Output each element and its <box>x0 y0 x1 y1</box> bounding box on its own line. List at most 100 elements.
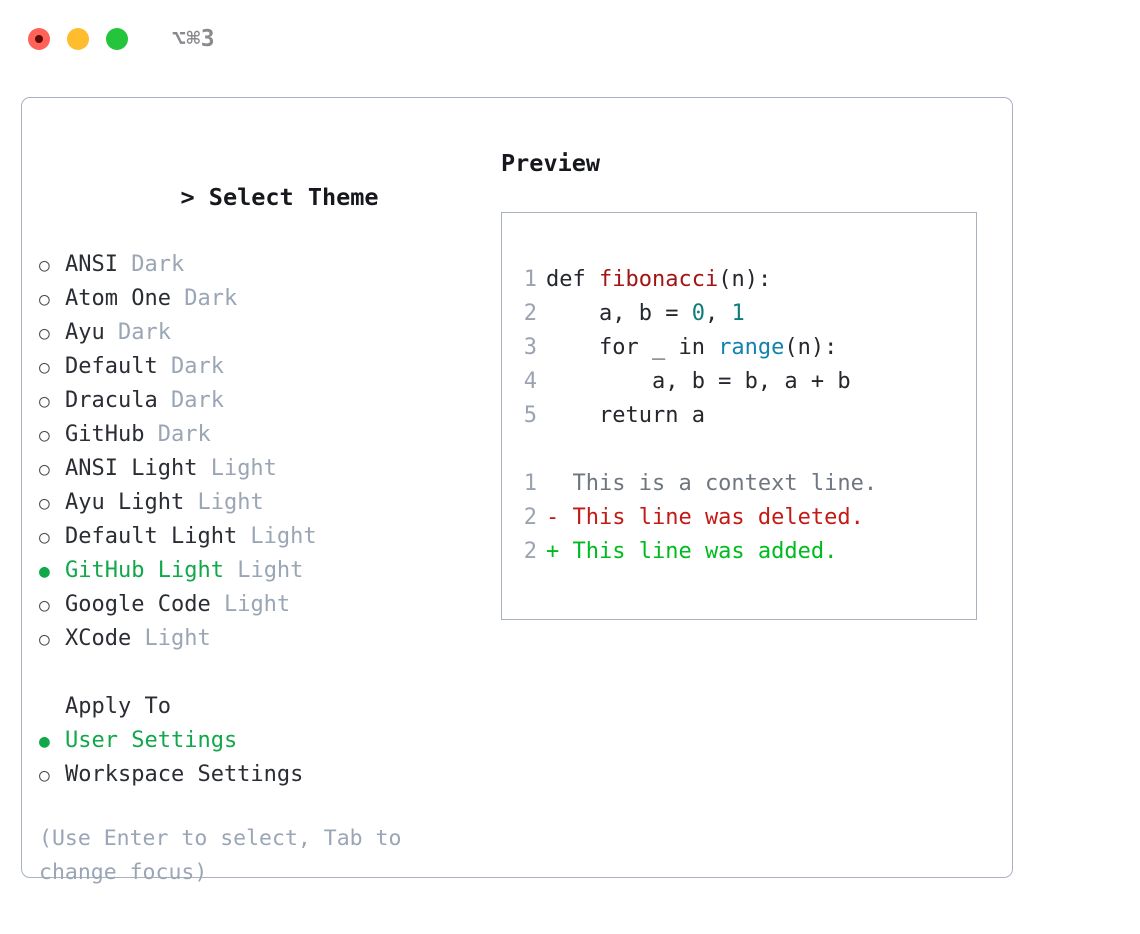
code-line-text: def fibonacci(n): <box>546 263 771 297</box>
radio-selected-icon: ● <box>39 561 50 582</box>
code-line-text: a, b = b, a + b <box>546 365 851 399</box>
token-plain: (n): <box>784 335 838 360</box>
theme-option-variant-badge: Light <box>223 558 304 583</box>
apply-to-option-label: Workspace Settings <box>65 762 304 787</box>
token-plain: return a <box>546 403 705 428</box>
theme-option-label: ANSI Light <box>65 456 198 481</box>
theme-option-variant-badge: Dark <box>104 320 171 345</box>
keyboard-shortcut-label: ⌥⌘3 <box>172 26 216 52</box>
theme-panel-title: > Select Theme <box>39 146 489 248</box>
apply-to-option-list[interactable]: ● User Settings ○ Workspace Settings <box>39 724 489 792</box>
line-number: 1 <box>523 267 537 292</box>
radio-unselected-icon: ○ <box>39 391 50 412</box>
apply-to-option-0[interactable]: ● User Settings <box>39 724 489 758</box>
theme-option-label: Ayu Light <box>65 490 185 515</box>
close-button[interactable] <box>28 28 50 50</box>
token-plain: a, b = <box>546 301 692 326</box>
line-number: 2 <box>523 505 537 530</box>
radio-unselected-icon: ○ <box>39 629 50 650</box>
code-line: 4 a, b = b, a + b <box>502 365 976 399</box>
apply-to-heading-text: Apply To <box>65 694 171 719</box>
theme-option-9[interactable]: ●GitHub Light Light <box>39 554 489 588</box>
line-number: 1 <box>523 471 537 496</box>
theme-option-4[interactable]: ○Dracula Dark <box>39 384 489 418</box>
token-func: fibonacci <box>598 267 719 292</box>
theme-option-label: Dracula <box>65 388 158 413</box>
radio-unselected-icon: ○ <box>39 323 50 344</box>
line-number: 5 <box>523 403 537 428</box>
theme-option-variant-badge: Light <box>210 592 291 617</box>
code-line: 5 return a <box>502 399 976 433</box>
theme-option-variant-badge: Dark <box>157 354 224 379</box>
token-plain: for _ in <box>546 335 719 360</box>
minimize-button[interactable] <box>67 28 89 50</box>
radio-selected-icon: ● <box>39 731 50 752</box>
theme-option-11[interactable]: ○ XCode Light <box>39 622 489 656</box>
diff-line-text: - This line was deleted. <box>546 505 864 530</box>
token-num: 1 <box>731 301 745 326</box>
line-number: 4 <box>523 369 537 394</box>
radio-unselected-icon: ○ <box>39 595 50 616</box>
theme-option-variant-badge: Light <box>184 490 264 515</box>
theme-panel-title-text: Select Theme <box>208 183 379 211</box>
code-diff-spacer <box>502 433 976 467</box>
apply-to-option-1[interactable]: ○ Workspace Settings <box>39 758 489 792</box>
diff-line-ctx: 1 This is a context line. <box>502 467 976 501</box>
theme-option-variant-badge: Dark <box>117 252 185 277</box>
theme-option-label: Ayu <box>65 320 105 345</box>
theme-option-7[interactable]: ○Ayu Light Light <box>39 486 489 520</box>
diff-line-del: 2 - This line was deleted. <box>502 501 976 535</box>
apply-to-heading: ○Apply To <box>39 690 489 724</box>
diff-line-text: + This line was added. <box>546 539 838 564</box>
diff-line-text: This is a context line. <box>546 471 878 496</box>
diff-line-add: 2+ This line was added. <box>502 535 976 569</box>
theme-option-2[interactable]: ○ Ayu Dark <box>39 316 489 350</box>
prompt-caret-icon: > <box>180 183 195 211</box>
zoom-button[interactable] <box>106 28 128 50</box>
code-line-text: a, b = 0, 1 <box>546 297 745 331</box>
radio-unselected-icon: ○ <box>39 357 50 378</box>
theme-option-variant-badge: Light <box>197 456 277 481</box>
theme-option-label: XCode <box>65 626 132 651</box>
code-line: 2 a, b = 0, 1 <box>502 297 976 331</box>
window-controls <box>28 28 128 50</box>
theme-option-label: ANSI <box>65 252 118 277</box>
theme-option-variant-badge: Dark <box>170 286 238 311</box>
code-line: 1 def fibonacci(n): <box>502 263 976 297</box>
theme-option-label: Default <box>65 354 158 379</box>
apply-to-option-label: User Settings <box>65 728 238 753</box>
theme-option-0[interactable]: ○ANSI Dark <box>39 248 489 282</box>
apply-to-heading-marker: ○ <box>39 691 65 725</box>
theme-option-list[interactable]: ○ANSI Dark○Atom One Dark○Ayu Dark○Defaul… <box>39 248 489 656</box>
theme-option-label: GitHub <box>65 422 145 447</box>
line-number: 3 <box>523 335 537 360</box>
theme-option-6[interactable]: ○ ANSI Light Light <box>39 452 489 486</box>
radio-unselected-icon: ○ <box>39 459 50 480</box>
token-plain: a, b = b, a + b <box>546 369 851 394</box>
radio-unselected-icon: ○ <box>39 765 50 786</box>
token-call: range <box>718 335 785 360</box>
theme-option-label: Google Code <box>65 592 211 617</box>
theme-option-5[interactable]: ○GitHub Dark <box>39 418 489 452</box>
theme-option-label: Default Light <box>65 524 238 549</box>
token-plain: , <box>704 301 732 326</box>
section-spacer <box>39 656 489 690</box>
token-plain: (n): <box>718 267 772 292</box>
theme-option-8[interactable]: ○Default Light Light <box>39 520 489 554</box>
theme-option-10[interactable]: ○ Google Code Light <box>39 588 489 622</box>
diff-sample: 1 This is a context line. 2 - This line wa… <box>502 467 976 569</box>
theme-option-1[interactable]: ○Atom One Dark <box>39 282 489 316</box>
code-line-text: return a <box>546 399 705 433</box>
preview-panel-title: Preview <box>501 149 601 177</box>
line-number: 2 <box>523 301 537 326</box>
theme-option-variant-badge: Light <box>131 626 211 651</box>
theme-option-3[interactable]: ○ Default Dark <box>39 350 489 384</box>
token-num: 0 <box>691 301 705 326</box>
radio-unselected-icon: ○ <box>39 289 50 310</box>
radio-unselected-icon: ○ <box>39 527 50 548</box>
theme-panel: > Select Theme ○ANSI Dark○Atom One Dark○… <box>39 146 489 890</box>
